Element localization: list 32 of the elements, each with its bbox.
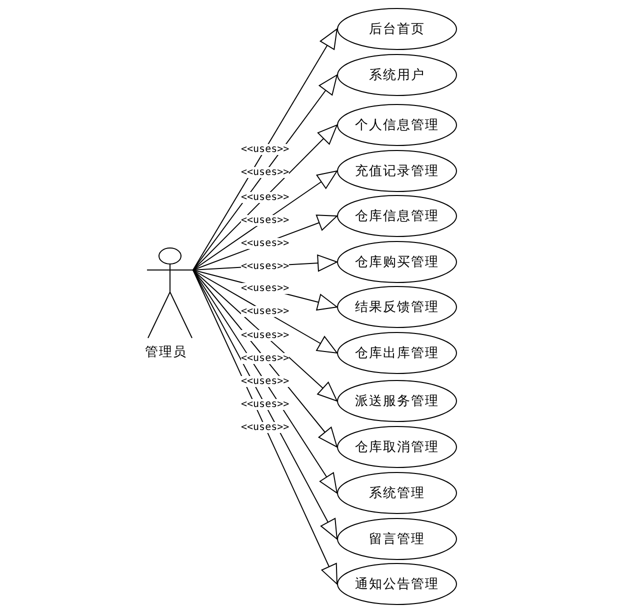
edge-label: <<uses>> <box>241 215 290 226</box>
actor-name: 管理员 <box>145 344 187 361</box>
arrow <box>192 270 338 402</box>
use-case-name: 结果反馈管理 <box>355 299 439 316</box>
use-case-name: 派送服务管理 <box>355 393 439 410</box>
use-case-name: 仓库购买管理 <box>355 254 439 271</box>
arrow <box>192 28 338 270</box>
edge-label: <<uses>> <box>241 399 290 410</box>
arrow <box>192 124 338 270</box>
edge-label: <<uses>> <box>241 192 290 203</box>
edge-label: <<uses>> <box>241 422 290 432</box>
use-case-name: 系统管理 <box>369 485 425 502</box>
use-case-name: 留言管理 <box>369 531 425 548</box>
edge-label: <<uses>> <box>241 306 290 317</box>
arrow <box>192 270 338 354</box>
edge-label: <<uses>> <box>241 144 290 155</box>
arrow <box>192 170 338 270</box>
use-case-name: 仓库出库管理 <box>355 345 439 362</box>
edge-label: <<uses>> <box>241 283 290 294</box>
edge-label: <<uses>> <box>241 330 290 341</box>
use-case-name: 充值记录管理 <box>355 163 439 180</box>
edge-label: <<uses>> <box>241 353 290 364</box>
use-case-name: 通知公告管理 <box>355 576 439 593</box>
edge-label: <<uses>> <box>241 260 290 272</box>
edge-label: <<uses>> <box>241 238 290 248</box>
use-case-name: 仓库取消管理 <box>355 439 439 456</box>
edge-label: <<uses>> <box>241 167 290 178</box>
use-case-name: 个人信息管理 <box>355 117 439 134</box>
use-case-name: 仓库信息管理 <box>355 208 439 225</box>
use-case-name: 系统用户 <box>369 67 425 84</box>
use-case-name: 后台首页 <box>369 21 425 38</box>
edge-label: <<uses>> <box>241 376 290 387</box>
